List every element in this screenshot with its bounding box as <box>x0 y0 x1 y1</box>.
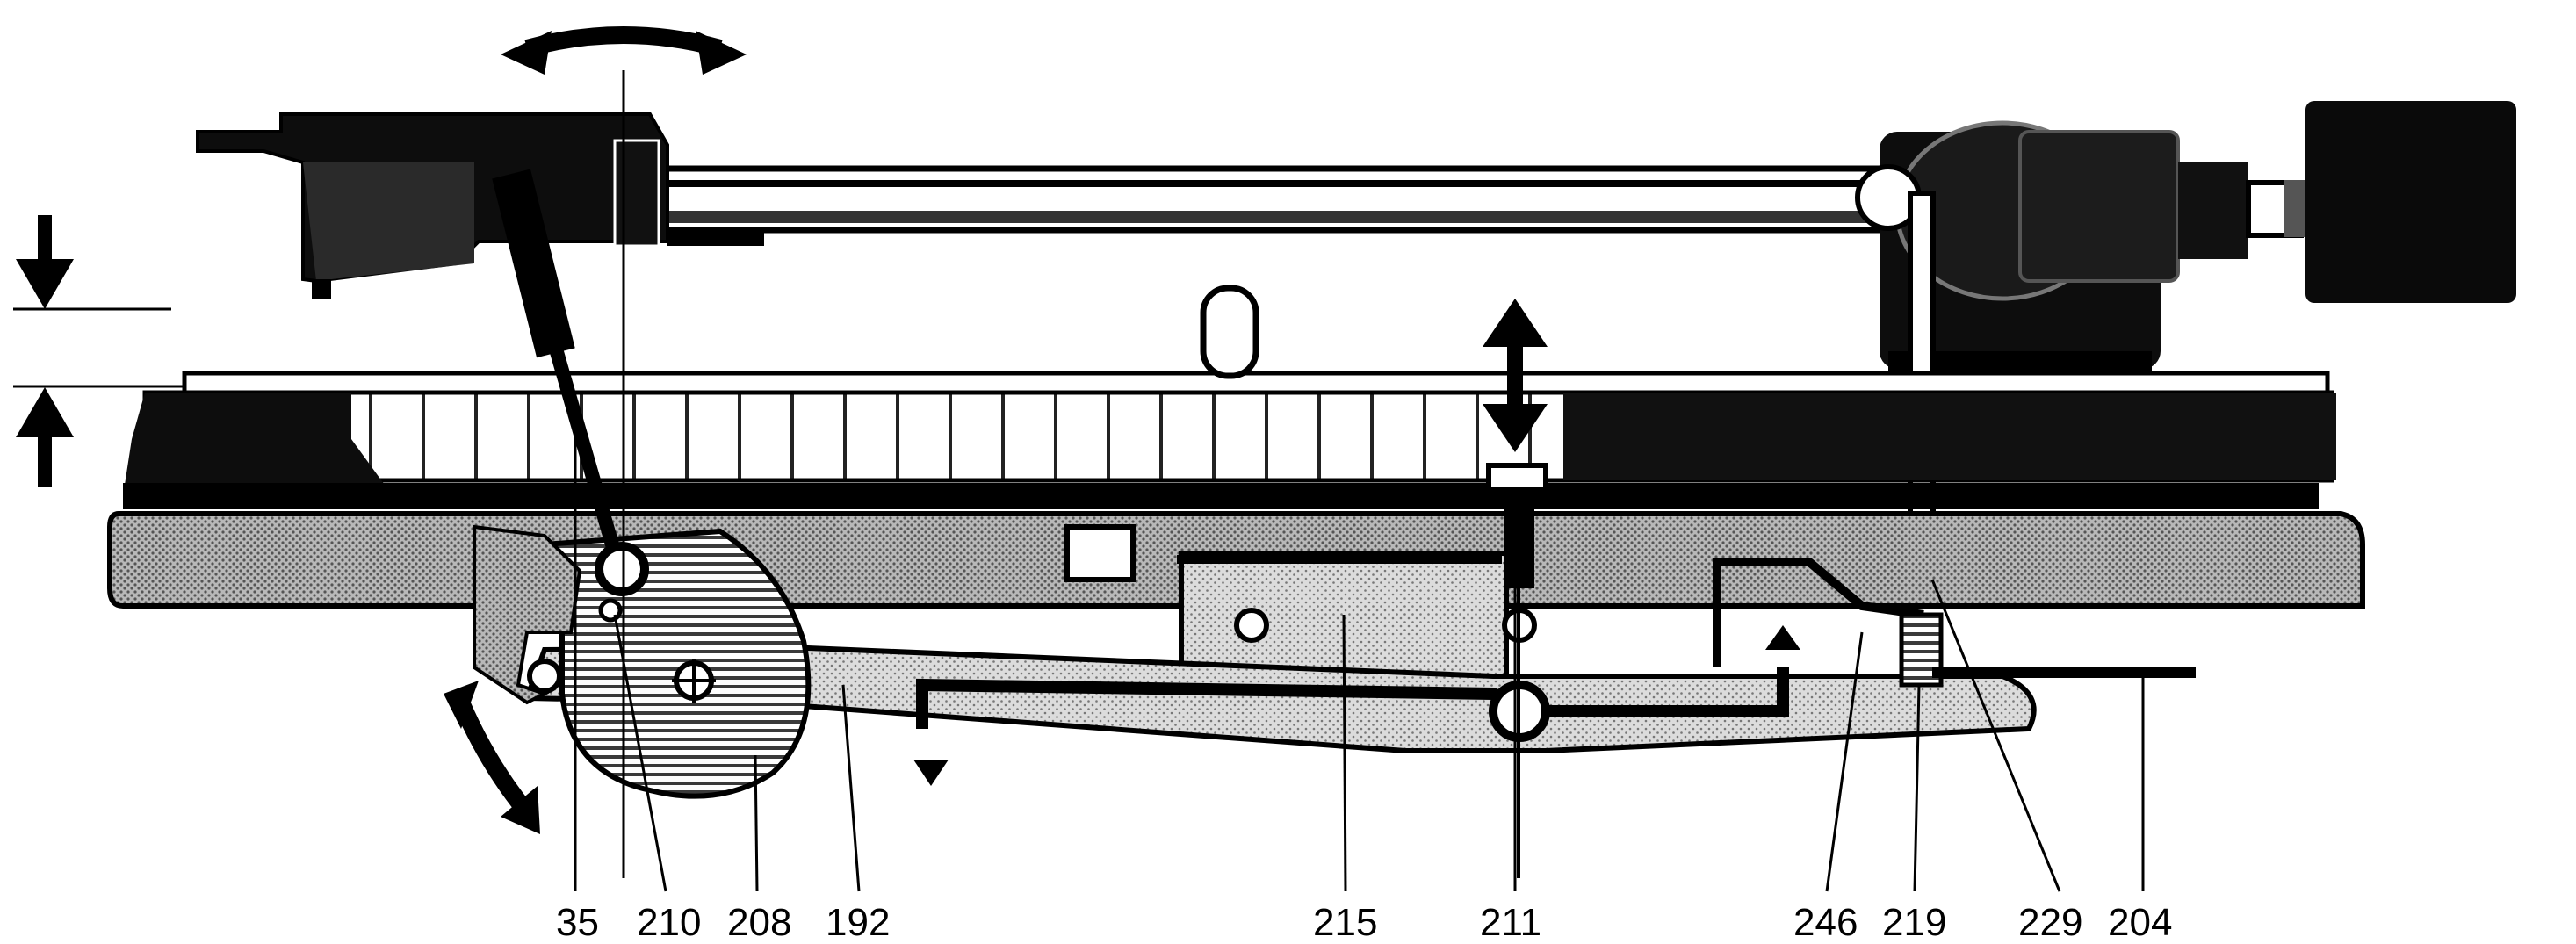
pivot-collar <box>2178 162 2248 259</box>
cam-arrows-icon <box>913 625 1800 786</box>
stylus <box>312 279 331 299</box>
counterweight <box>2305 101 2516 303</box>
lift-pivot-210 <box>595 542 649 596</box>
cartridge-body <box>303 162 474 281</box>
arm-tube-highlight <box>650 180 1915 187</box>
label-211: 211 <box>1480 901 1541 944</box>
cam-notch <box>473 524 582 705</box>
label-246: 246 <box>1793 901 1858 944</box>
cam-pin <box>527 659 562 694</box>
lever-192 <box>523 645 2037 753</box>
arm-tube-shadow <box>650 211 1915 223</box>
column-211 <box>1504 487 1534 588</box>
lift-rod-sleeve <box>492 169 575 358</box>
swing-arrow-icon <box>501 26 747 75</box>
label-210: 210 <box>637 901 701 944</box>
anti-skate-dial <box>2018 130 2180 283</box>
lift-pivot-small <box>598 598 623 623</box>
label-35: 35 <box>556 901 599 944</box>
label-215: 215 <box>1313 901 1377 944</box>
platter <box>123 285 2336 509</box>
height-arrows-icon <box>16 215 74 487</box>
cam-208 <box>541 528 812 799</box>
rest-plate-204 <box>1932 667 2196 678</box>
headshell-collar <box>613 139 660 248</box>
column-211-cap <box>1486 463 1548 493</box>
platter-bottom-band <box>123 483 2319 509</box>
tonearm <box>196 101 2516 609</box>
platter-top-rim <box>182 371 2330 395</box>
lift-arrow-icon <box>1483 299 1548 452</box>
label-219: 219 <box>1882 901 1946 944</box>
slide-hole-left <box>1234 608 1269 643</box>
label-208: 208 <box>727 901 791 944</box>
rocker-arrow-icon <box>444 681 540 834</box>
finger-lift-clip <box>667 230 764 246</box>
label-229: 229 <box>2018 901 2082 944</box>
leader-lines <box>574 413 2145 892</box>
bracket-246 <box>1713 558 1924 667</box>
reference-labels: 35 210 208 192 215 211 246 219 229 204 <box>556 901 2172 944</box>
spindle <box>1200 285 1259 379</box>
strobe-dark-left <box>123 393 386 496</box>
label-192: 192 <box>826 901 890 944</box>
label-204: 204 <box>2108 901 2172 944</box>
slide-top-rail <box>1177 555 1502 564</box>
slide-bracket <box>1064 524 1136 582</box>
strobe-dark-right <box>1563 393 2336 480</box>
